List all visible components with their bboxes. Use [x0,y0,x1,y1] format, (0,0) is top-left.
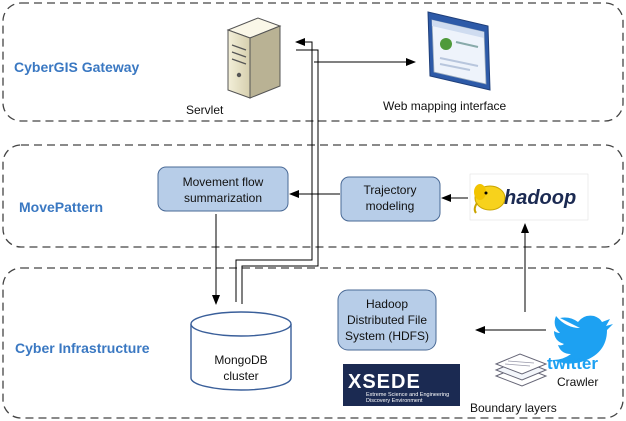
hdfs-node [337,289,437,351]
trajectory-node [340,176,441,222]
boundary-layers-icon [494,353,548,387]
twitter-logo: twitter [547,315,613,373]
servlet-label: Servlet [186,103,224,117]
layer-movepattern-title: MovePattern [19,199,103,215]
server-icon [226,17,282,99]
movement-flow-line1: Movement flow [183,175,264,189]
arrow-servlet-to-mongodb [241,49,319,304]
trajectory-line1: Trajectory [364,183,417,197]
layer-gateway-title: CyberGIS Gateway [14,59,139,75]
movement-flow-line2: summarization [184,191,262,205]
web-mapping-label: Web mapping interface [383,99,507,113]
mongodb-line1: MongoDB [214,353,267,367]
boundary-layers-label: Boundary layers [470,401,557,415]
trajectory-line2: modeling [366,199,415,213]
hdfs-line3: System (HDFS) [345,329,429,343]
movement-flow-node [157,166,289,212]
hadoop-wordmark: hadoop [504,187,576,209]
mongodb-line2: cluster [223,369,258,383]
hadoop-logo: hadoop [469,173,589,221]
twitter-wordmark: twitter [547,354,598,373]
xsede-subtitle-1: Extreme Science and Engineering [366,392,449,398]
browser-icon [427,11,491,91]
hdfs-line2: Distributed File [347,313,427,327]
xsede-wordmark: XSEDE [348,371,421,393]
mongodb-cylinder-icon [190,311,292,391]
hdfs-line1: Hadoop [366,297,408,311]
layer-infrastructure-title: Cyber Infrastructure [15,340,150,356]
layer-movepattern-box [2,144,624,248]
crawler-label: Crawler [557,375,598,389]
xsede-subtitle-2: Discovery Environment [366,398,423,404]
arrow-mongodb-to-servlet [235,38,313,302]
layer-gateway-box [2,2,624,122]
layer-infrastructure-box [2,267,624,419]
xsede-logo: XSEDE Extreme Science and Engineering Di… [343,364,460,406]
